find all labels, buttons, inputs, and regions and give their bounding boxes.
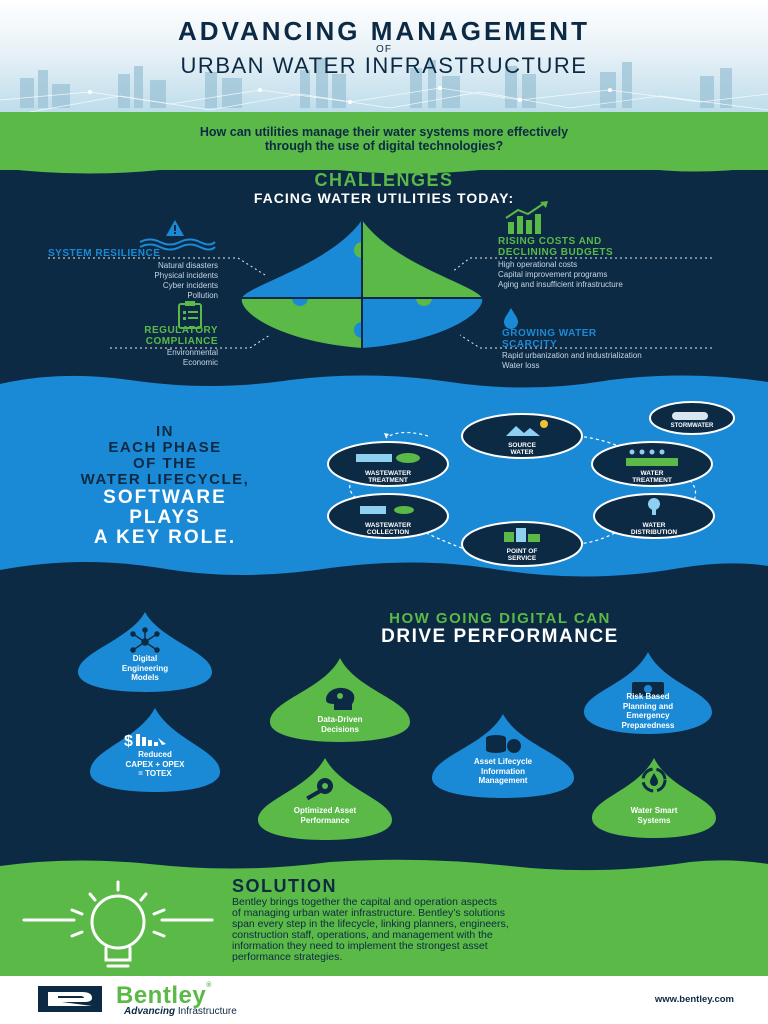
list-item: Physical incidents <box>154 271 218 280</box>
system-resilience-title: SYSTEM RESILIENCE <box>48 248 161 259</box>
digital-section: HOW GOING DIGITAL CAN DRIVE PERFORMANCE … <box>0 600 768 860</box>
water-drop-puzzle-graphic <box>48 201 712 349</box>
challenges-subheading: FACING WATER UTILITIES TODAY: <box>253 190 515 206</box>
drops-graphic: $ <box>78 612 716 840</box>
solution-body: Bentley brings together the capital and … <box>232 896 509 963</box>
title-line-1: ADVANCING MANAGEMENT <box>178 16 590 46</box>
list-item: Environmental <box>166 348 218 357</box>
rising-costs-title: RISING COSTS AND DECLINING BUDGETS <box>498 236 614 258</box>
list-item: High operational costs <box>498 260 578 269</box>
head-gears-icon <box>326 687 355 710</box>
wave-divider <box>0 160 768 174</box>
treatment-plant-icon <box>626 449 678 466</box>
bentley-logo-mark <box>38 986 102 1012</box>
rising-costs-list: High operational costs Capital improveme… <box>498 260 623 290</box>
list-item: Rapid urbanization and industrialization <box>502 351 642 360</box>
bentley-tagline: Advancing Infrastructure <box>124 1006 237 1017</box>
pipe-icon <box>672 412 708 420</box>
collection-plant-icon <box>360 506 414 514</box>
challenges-heading: CHALLENGES <box>314 170 454 190</box>
recycle-drop-icon <box>641 767 667 793</box>
money-bag-icon <box>632 682 664 696</box>
title-of: OF <box>376 44 392 55</box>
system-resilience-list: Natural disasters Physical incidents Cyb… <box>100 261 218 301</box>
scarcity-title: GROWING WATER SCARCITY <box>502 328 597 350</box>
solution-section: SOLUTION Bentley brings together the cap… <box>0 866 768 986</box>
mountain-sun-icon <box>506 420 548 436</box>
regulatory-title: REGULATORY COMPLIANCE <box>144 325 218 347</box>
svg-text:$: $ <box>124 733 133 750</box>
city-skyline-graphic <box>0 58 768 113</box>
database-globe-icon <box>486 735 521 753</box>
list-item: Economic <box>182 358 218 367</box>
header-banner: ADVANCING MANAGEMENT OF URBAN WATER INFR… <box>0 0 768 118</box>
solution-heading: SOLUTION <box>232 876 337 896</box>
footer: Bentley® Advancing Infrastructure www.be… <box>0 976 768 1024</box>
lifecycle-section: IN EACH PHASE OF THE WATER LIFECYCLE, SO… <box>0 380 768 590</box>
bentley-wordmark: Bentley® <box>116 982 212 1009</box>
list-item: Pollution <box>187 291 218 300</box>
buildings-icon <box>504 528 540 542</box>
lifecycle-intro: IN EACH PHASE OF THE WATER LIFECYCLE, <box>80 423 250 488</box>
list-item: Cyber incidents <box>162 281 218 290</box>
title-line-2: URBAN WATER INFRASTRUCTURE <box>180 53 588 78</box>
solution-background <box>0 859 768 986</box>
clipboard-checklist-icon <box>178 301 202 329</box>
regulatory-list: Environmental Economic <box>100 348 218 368</box>
question-line-2: through the use of digital technologies? <box>264 139 504 153</box>
challenges-section: CHALLENGES FACING WATER UTILITIES TODAY: <box>0 170 768 370</box>
water-drop-icon <box>504 308 518 329</box>
phase-stormwater: STORMWATER <box>670 423 714 429</box>
wastewater-plant-icon <box>356 453 420 463</box>
network-nodes-icon <box>130 627 160 653</box>
lightbulb-icon <box>22 880 214 968</box>
rising-chart-icon <box>505 201 548 234</box>
digital-heading-1: HOW GOING DIGITAL CAN <box>389 610 611 627</box>
list-item: Water loss <box>502 361 540 370</box>
wrench-gear-icon <box>306 778 333 801</box>
water-tower-icon <box>648 498 660 515</box>
website-link[interactable]: www.bentley.com <box>654 994 734 1005</box>
dollar-decline-icon: $ <box>124 733 166 750</box>
lifecycle-key-role: SOFTWARE PLAYS A KEY ROLE. <box>93 487 237 548</box>
warning-icon <box>139 220 216 251</box>
list-item: Aging and insufficient infrastructure <box>498 280 623 289</box>
digital-heading-2: DRIVE PERFORMANCE <box>381 626 619 647</box>
list-item: Natural disasters <box>157 261 218 270</box>
list-item: Capital improvement programs <box>498 270 608 279</box>
question-line-1: How can utilities manage their water sys… <box>199 125 569 139</box>
scarcity-list: Rapid urbanization and industrialization… <box>502 351 642 371</box>
lifecycle-cycle-graphic <box>327 401 735 567</box>
